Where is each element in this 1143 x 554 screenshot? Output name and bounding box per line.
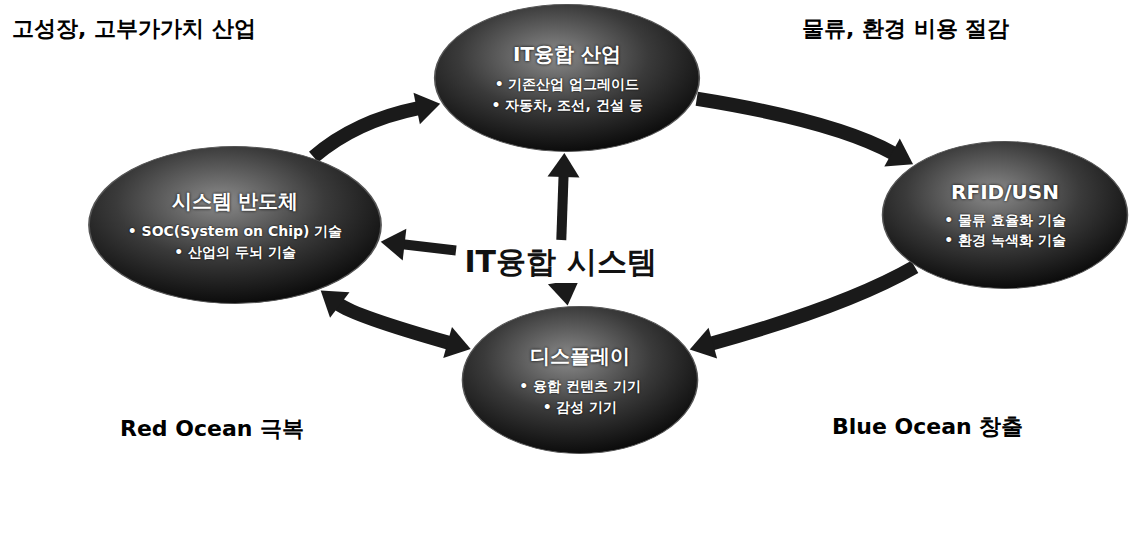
sphere-outline (462, 307, 697, 454)
bullet-text: • 자동차, 조선, 건설 등 (491, 95, 642, 115)
bullet-text: • 산업의 두뇌 기술 (174, 242, 296, 262)
node-content: IT융합 시스템 (456, 240, 665, 285)
arrow-head (690, 328, 717, 359)
node-title: 시스템 반도체 (172, 188, 299, 215)
edge-label: Blue Ocean 창출 (830, 412, 1025, 442)
arrow-head (884, 139, 913, 167)
sphere-node: IT융합 산업 • 기존산업 업그레이드• 자동차, 조선, 건설 등 (432, 3, 702, 153)
hub-arrow (561, 175, 563, 240)
node-title: IT융합 산업 (513, 41, 621, 68)
arrow-head (381, 229, 407, 261)
arrow-head (548, 279, 580, 305)
cycle-arrow (697, 99, 894, 154)
bullet-text: • 기존산업 업그레이드 (495, 74, 640, 94)
node-content: RFID/USN • 물류 효율화 기술• 환경 녹색화 기술 (880, 140, 1130, 290)
cycle-arrow (314, 108, 419, 157)
bullet-text: • 융합 컨텐츠 기기 (519, 376, 641, 396)
edge-label: Red Ocean 극복 (118, 414, 306, 444)
arrow-head (443, 327, 470, 358)
cycle-arrow (711, 267, 915, 344)
node-content: 디스플레이 • 융합 컨텐츠 기기• 감성 기기 (460, 305, 700, 455)
bullet-text: • SOC(System on Chip) 기술 (128, 221, 342, 241)
sphere-outline (883, 142, 1128, 289)
sphere-node: RFID/USN • 물류 효율화 기술• 환경 녹색화 기술 (880, 140, 1130, 290)
node-content: IT융합 산업 • 기존산업 업그레이드• 자동차, 조선, 건설 등 (432, 3, 702, 153)
arrow-head (414, 93, 441, 124)
sphere-outline (435, 5, 700, 152)
cycle-arrow (338, 304, 449, 343)
sphere-node: 시스템 반도체 • SOC(System on Chip) 기술• 산업의 두뇌 … (86, 145, 384, 305)
bullet-text: • 감성 기기 (543, 397, 618, 417)
bullet-text: • 환경 녹색화 기술 (944, 230, 1066, 250)
node-title: IT융합 시스템 (458, 242, 662, 283)
edge-label: 물류, 환경 비용 절감 (800, 14, 1011, 44)
hub-arrow (403, 244, 456, 250)
center-label-node: IT융합 시스템 (456, 240, 665, 285)
arrow-head (321, 290, 350, 317)
node-content: 시스템 반도체 • SOC(System on Chip) 기술• 산업의 두뇌 … (86, 145, 384, 305)
sphere-node: 디스플레이 • 융합 컨텐츠 기기• 감성 기기 (460, 305, 700, 455)
sphere-outline (89, 147, 381, 304)
node-title: 디스플레이 (530, 343, 630, 370)
bullet-text: • 물류 효율화 기술 (944, 210, 1066, 230)
arrow-head (548, 153, 580, 178)
edge-label: 고성장, 고부가가치 산업 (10, 14, 258, 44)
node-title: RFID/USN (951, 180, 1059, 204)
